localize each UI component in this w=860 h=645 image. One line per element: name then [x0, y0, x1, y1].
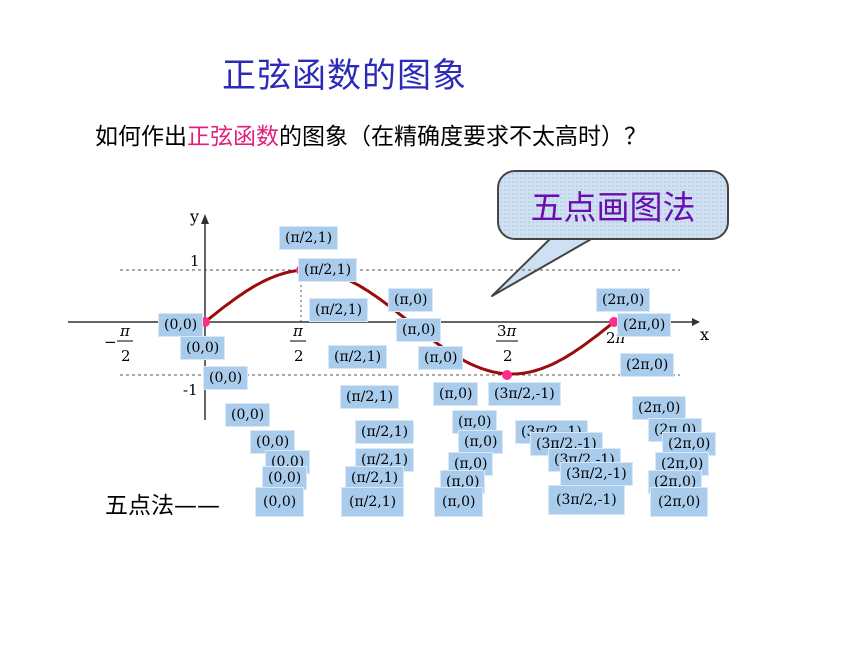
- svg-text:π: π: [292, 322, 304, 340]
- question-suffix: 的图象（在精确度要求不太高时）？: [279, 124, 647, 150]
- point-label: (0,0): [262, 466, 308, 490]
- callout-five-point-method: 五点画图法: [497, 170, 729, 240]
- point-label: (2π,0): [620, 353, 675, 377]
- point-label: (π,0): [433, 382, 479, 406]
- svg-text:2: 2: [294, 347, 304, 365]
- point-label: (3π/2,-1): [560, 462, 633, 486]
- point-label: (3π/2,-1): [488, 382, 561, 406]
- five-point-method-label: 五点法——: [105, 493, 220, 519]
- point-label: (π/2,1): [355, 420, 415, 444]
- point-label: (π/2,1): [279, 226, 339, 250]
- svg-text:3π: 3π: [497, 322, 518, 340]
- y-tick-1: 1: [190, 252, 200, 270]
- final-point-2pi: (2π,0): [650, 487, 709, 517]
- y-axis-label: y: [189, 207, 199, 226]
- x-axis-label: x: [700, 325, 709, 344]
- point-label: (π/2,1): [298, 258, 358, 282]
- page-title: 正弦函数的图象: [222, 56, 467, 96]
- final-point-pi: (π,0): [434, 487, 484, 517]
- y-axis-arrow: [201, 214, 209, 224]
- question-text: 如何作出正弦函数的图象（在精确度要求不太高时）？: [95, 117, 647, 151]
- x-axis-arrow: [692, 318, 700, 326]
- question-prefix: 如何作出: [95, 124, 187, 150]
- point-label: (π/2,1): [309, 298, 369, 322]
- point-label: (0,0): [180, 336, 226, 360]
- point-label: (π,0): [388, 288, 434, 312]
- x-tick-pi2: π 2: [290, 322, 306, 365]
- point-label: (0,0): [158, 313, 204, 337]
- point-2pi: [609, 317, 619, 327]
- x-tick-3pi2: 3π 2: [496, 322, 518, 365]
- point-label: (π,0): [396, 318, 442, 342]
- point-label: (2π,0): [617, 313, 672, 337]
- svg-text:2: 2: [121, 347, 131, 365]
- point-label: (π,0): [458, 430, 504, 454]
- final-point-pi2: (π/2,1): [341, 487, 405, 517]
- question-highlight: 正弦函数: [187, 124, 279, 150]
- svg-text:2: 2: [503, 347, 513, 365]
- point-label: (π/2,1): [345, 466, 405, 490]
- point-label: (0,0): [203, 366, 249, 390]
- point-label: (2π,0): [596, 288, 651, 312]
- y-tick-m1: -1: [183, 381, 198, 399]
- x-tick-neg-pi2: −π 2: [104, 322, 133, 365]
- callout-pointer: [491, 233, 601, 297]
- point-label: (π/2,1): [340, 385, 400, 409]
- point-label: (0,0): [225, 403, 271, 427]
- point-label: (2π,0): [632, 396, 687, 420]
- point-label: (π,0): [418, 346, 464, 370]
- svg-text:−: −: [104, 333, 117, 351]
- final-point-0: (0,0): [255, 487, 305, 517]
- final-point-3pi2: (3π/2,-1): [548, 485, 625, 515]
- point-3pi2: [502, 370, 512, 380]
- svg-text:π: π: [119, 322, 131, 340]
- point-label: (π/2,1): [328, 345, 388, 369]
